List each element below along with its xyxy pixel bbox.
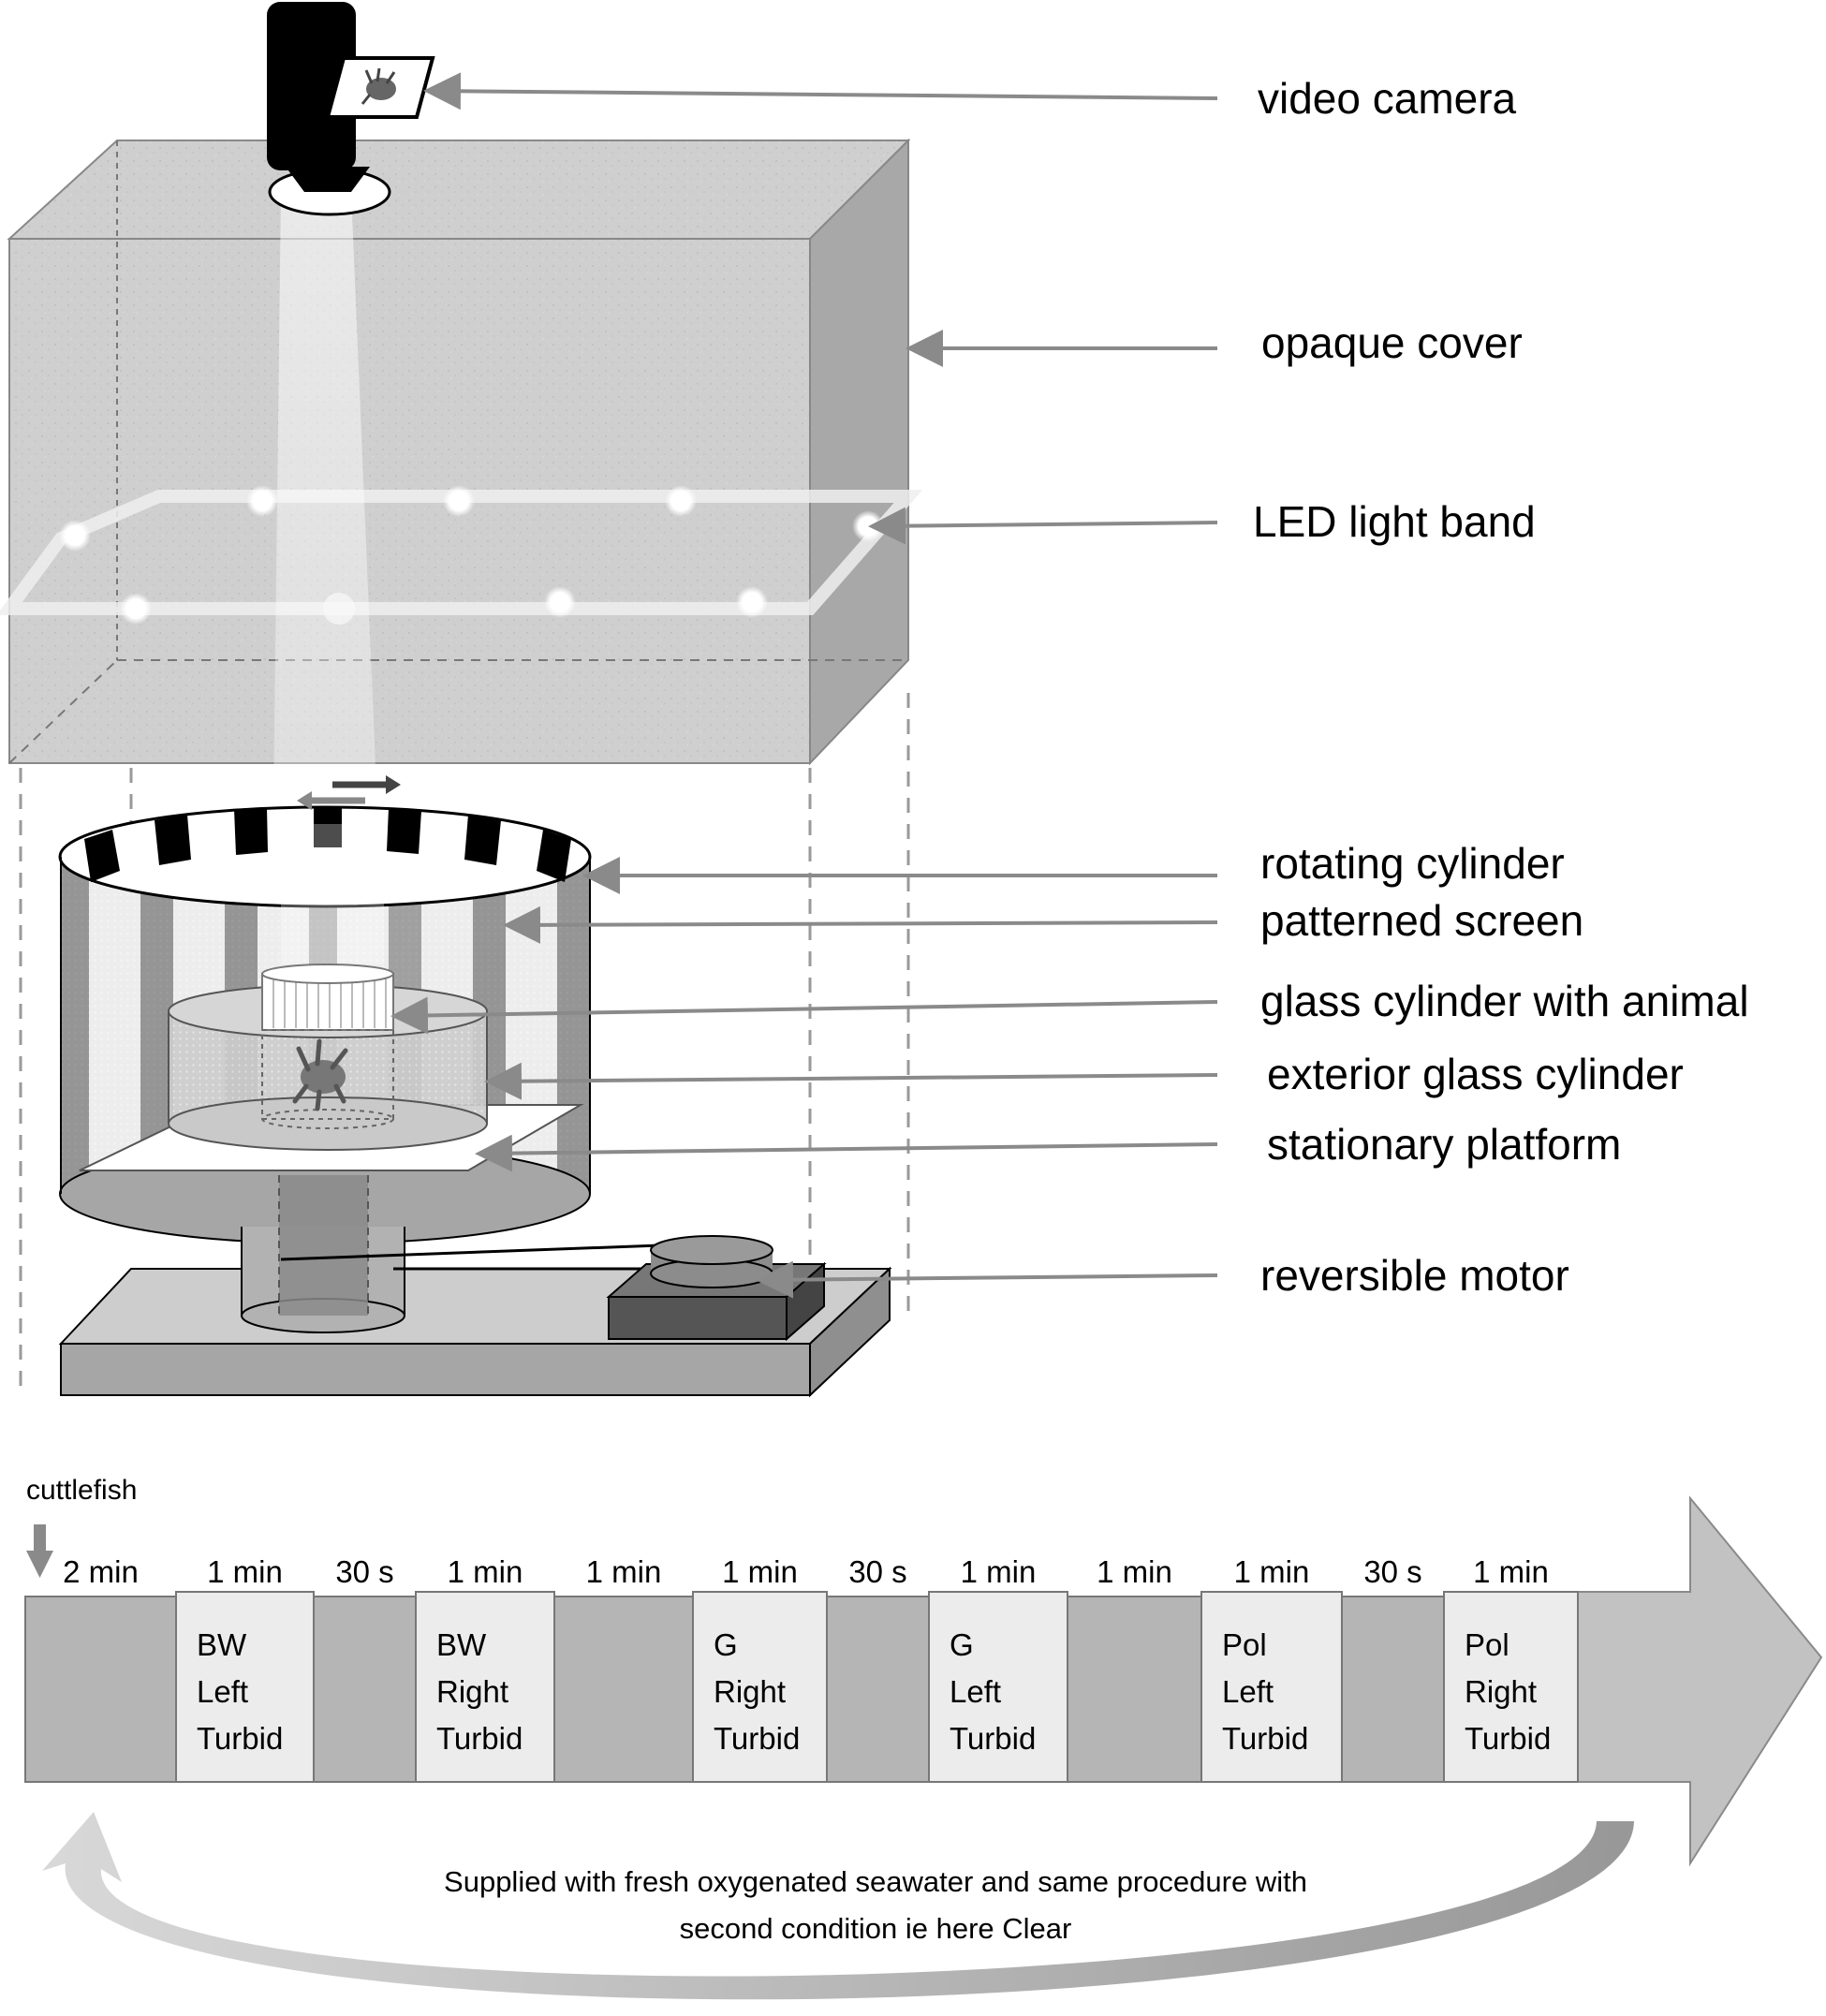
cuttlefish-icon <box>292 1038 348 1111</box>
label-glass-cylinder-with-animal: glass cylinder with animal <box>1260 977 1749 1025</box>
projection-lines <box>19 693 910 1391</box>
return-arrow <box>42 1812 1634 2000</box>
label-video-camera: video camera <box>1258 74 1517 123</box>
label-stationary-platform: stationary platform <box>1267 1120 1621 1169</box>
segment-condition-line: Left <box>197 1674 248 1709</box>
opaque-cover <box>7 138 911 766</box>
label-exterior-glass-cylinder: exterior glass cylinder <box>1267 1050 1684 1098</box>
timeline-note-line1: Supplied with fresh oxygenated seawater … <box>444 1865 1307 1898</box>
segment-condition-line: Turbid <box>950 1721 1036 1756</box>
segment-duration: 1 min <box>961 1554 1037 1589</box>
segment-condition-line: Right <box>714 1674 786 1709</box>
stimulus-segment <box>1200 1591 1343 1783</box>
camera-body <box>267 2 356 170</box>
segment-condition-line: G <box>714 1627 738 1662</box>
label-opaque-cover: opaque cover <box>1261 318 1523 367</box>
segment-duration: 1 min <box>586 1554 662 1589</box>
timeline-arrow <box>1577 1495 1823 1867</box>
segment-duration: 1 min <box>722 1554 798 1589</box>
segment-duration: 30 s <box>1363 1554 1421 1589</box>
reversible-motor <box>606 1235 827 1342</box>
label-reversible-motor: reversible motor <box>1260 1251 1569 1300</box>
led-light <box>246 485 278 517</box>
segment-condition-line: G <box>950 1627 974 1662</box>
start-down-arrow-icon <box>26 1524 53 1578</box>
segment-duration: 1 min <box>1234 1554 1310 1589</box>
stimulus-segment <box>175 1591 315 1783</box>
rest-segment <box>553 1596 694 1783</box>
led-light <box>59 520 91 552</box>
segment-condition-line: Turbid <box>1465 1721 1551 1756</box>
segment-condition-line: Turbid <box>1222 1721 1308 1756</box>
segment-condition-line: Left <box>1222 1674 1274 1709</box>
segment-condition-line: Turbid <box>197 1721 283 1756</box>
rotation-arrows <box>297 775 401 810</box>
callout-lines <box>390 72 1218 1299</box>
rest-segment <box>313 1596 417 1783</box>
rest-segment <box>826 1596 930 1783</box>
led-light <box>120 593 152 625</box>
stimulus-segment <box>415 1591 555 1783</box>
segment-condition-line: BW <box>436 1627 487 1662</box>
segment-duration: 30 s <box>848 1554 906 1589</box>
rest-segment <box>24 1596 177 1783</box>
segment-duration: 1 min <box>448 1554 523 1589</box>
segment-condition-line: Right <box>1465 1674 1537 1709</box>
segment-condition-line: Pol <box>1465 1627 1509 1662</box>
segment-condition-line: Left <box>950 1674 1001 1709</box>
segment-duration: 2 min <box>63 1554 139 1589</box>
stimulus-segment <box>1443 1591 1579 1783</box>
segment-condition-line: Pol <box>1222 1627 1267 1662</box>
segment-duration: 1 min <box>207 1554 283 1589</box>
stimulus-segment <box>692 1591 828 1783</box>
cover-side-face <box>809 138 909 766</box>
camera-view-beam <box>272 192 384 964</box>
timeline-note-line2: second condition ie here Clear <box>680 1912 1072 1945</box>
segment-duration: 1 min <box>1473 1554 1549 1589</box>
video-camera <box>267 2 435 216</box>
camera-lens <box>286 167 370 192</box>
drive-shaft <box>241 1175 405 1333</box>
segment-condition-line: Turbid <box>714 1721 800 1756</box>
segment-condition-line: Turbid <box>436 1721 523 1756</box>
led-light <box>736 586 768 618</box>
cover-top-face <box>7 140 911 240</box>
led-light <box>544 586 576 618</box>
timeline-start-label: cuttlefish <box>26 1475 137 1506</box>
cylinder-rim-stripes <box>84 807 571 882</box>
segment-duration: 30 s <box>335 1554 393 1589</box>
cuttlefish-icon <box>361 67 396 105</box>
segment-condition-line: Right <box>436 1674 508 1709</box>
rest-segment <box>1341 1596 1445 1783</box>
label-patterned-screen: patterned screen <box>1260 896 1583 945</box>
label-rotating-cylinder: rotating cylinder <box>1260 839 1565 888</box>
label-led-light-band: LED light band <box>1253 497 1536 546</box>
led-light <box>443 485 475 517</box>
callout-labels: video camera opaque cover LED light band… <box>1253 74 1749 1300</box>
rest-segment <box>1067 1596 1202 1783</box>
segment-duration: 1 min <box>1097 1554 1172 1589</box>
led-light <box>665 485 697 517</box>
segment-condition-line: BW <box>197 1627 247 1662</box>
stimulus-segment <box>928 1591 1068 1783</box>
glass-cylinder-with-animal <box>261 964 394 1129</box>
